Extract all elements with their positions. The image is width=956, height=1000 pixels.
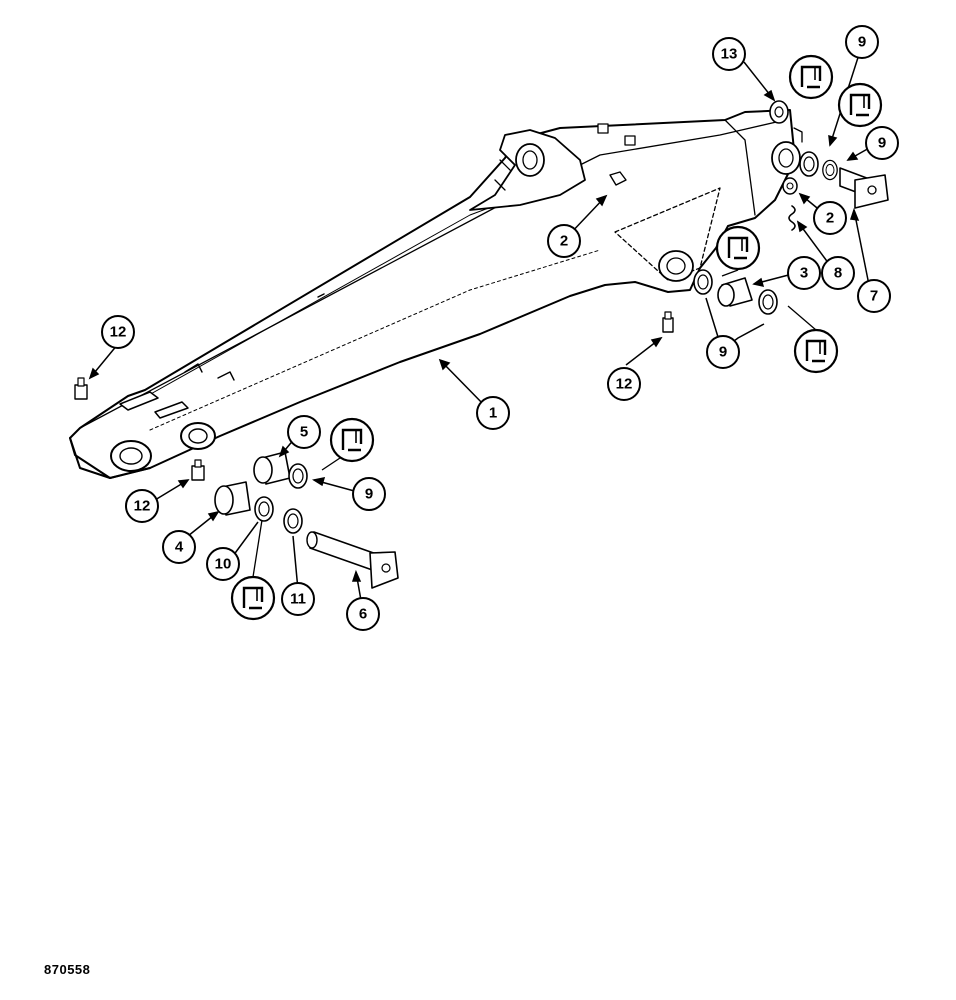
callout-9-arm: 9 [706,335,740,369]
washer-10 [254,496,274,522]
svg-text:5: 5 [300,424,308,441]
shim-icon [788,54,834,100]
shim-icon [715,225,761,271]
callout-5: 5 [287,415,321,449]
callout-13: 13 [712,37,746,71]
pin-7 [839,167,889,209]
svg-text:12: 12 [110,324,127,341]
svg-text:12: 12 [134,498,151,515]
callout-3: 3 [787,256,821,290]
grease-fitting-12-left [74,377,88,400]
parts [74,100,889,589]
grease-fitting-12-foot [191,459,205,481]
shim-symbols [230,54,883,621]
callout-7: 7 [857,279,891,313]
boom [69,109,801,479]
figure-number: 870558 [44,962,91,977]
fitting-2-head [782,177,798,195]
svg-text:3: 3 [800,265,808,282]
svg-text:13: 13 [721,46,738,63]
boom-outline [69,109,796,479]
callouts: 1 2 2 3 4 5 6 7 8 9 9 9 9 10 11 12 12 12… [101,25,899,631]
bushing-3 [717,277,753,307]
callout-12-foot: 12 [125,489,159,523]
bushing-9-head-b [822,159,838,181]
callout-6: 6 [346,597,380,631]
callout-11: 11 [281,582,315,616]
callout-12-left: 12 [101,315,135,349]
callout-9-top: 9 [845,25,879,59]
callout-2-lug: 2 [547,224,581,258]
callout-9-foot: 9 [352,477,386,511]
shim-icon [329,417,375,463]
svg-text:8: 8 [834,265,842,282]
fitting-2-lug [609,171,627,186]
svg-text:11: 11 [290,591,306,608]
svg-text:9: 9 [719,344,727,361]
callout-2-head: 2 [813,201,847,235]
shim-icon [793,328,839,374]
bushing-9-arm-b [758,289,778,315]
svg-text:2: 2 [826,210,834,227]
shim-icon [230,575,276,621]
callout-12-arm: 12 [607,367,641,401]
shim-icon [837,82,883,128]
callout-8: 8 [821,256,855,290]
grease-fitting-12-arm [662,311,674,333]
callout-9-right: 9 [865,126,899,160]
svg-text:9: 9 [858,34,866,51]
svg-text:7: 7 [870,288,878,305]
bushing-5 [253,451,291,485]
svg-text:4: 4 [175,539,184,556]
clip-8 [788,205,796,231]
svg-text:10: 10 [215,556,232,573]
svg-text:2: 2 [560,233,568,250]
callout-1: 1 [476,396,510,430]
bushing-9-head-a [799,151,819,177]
bushing-4 [214,481,251,516]
callout-10: 10 [206,547,240,581]
svg-text:6: 6 [359,606,367,623]
washer-9-foot [288,463,308,489]
svg-text:9: 9 [365,486,373,503]
svg-text:12: 12 [616,376,633,393]
bushing-9-arm-a [693,269,713,295]
svg-text:1: 1 [489,405,497,422]
callout-4: 4 [162,530,196,564]
pin-6 [306,531,399,589]
washer-11 [283,508,303,534]
svg-text:9: 9 [878,135,886,152]
